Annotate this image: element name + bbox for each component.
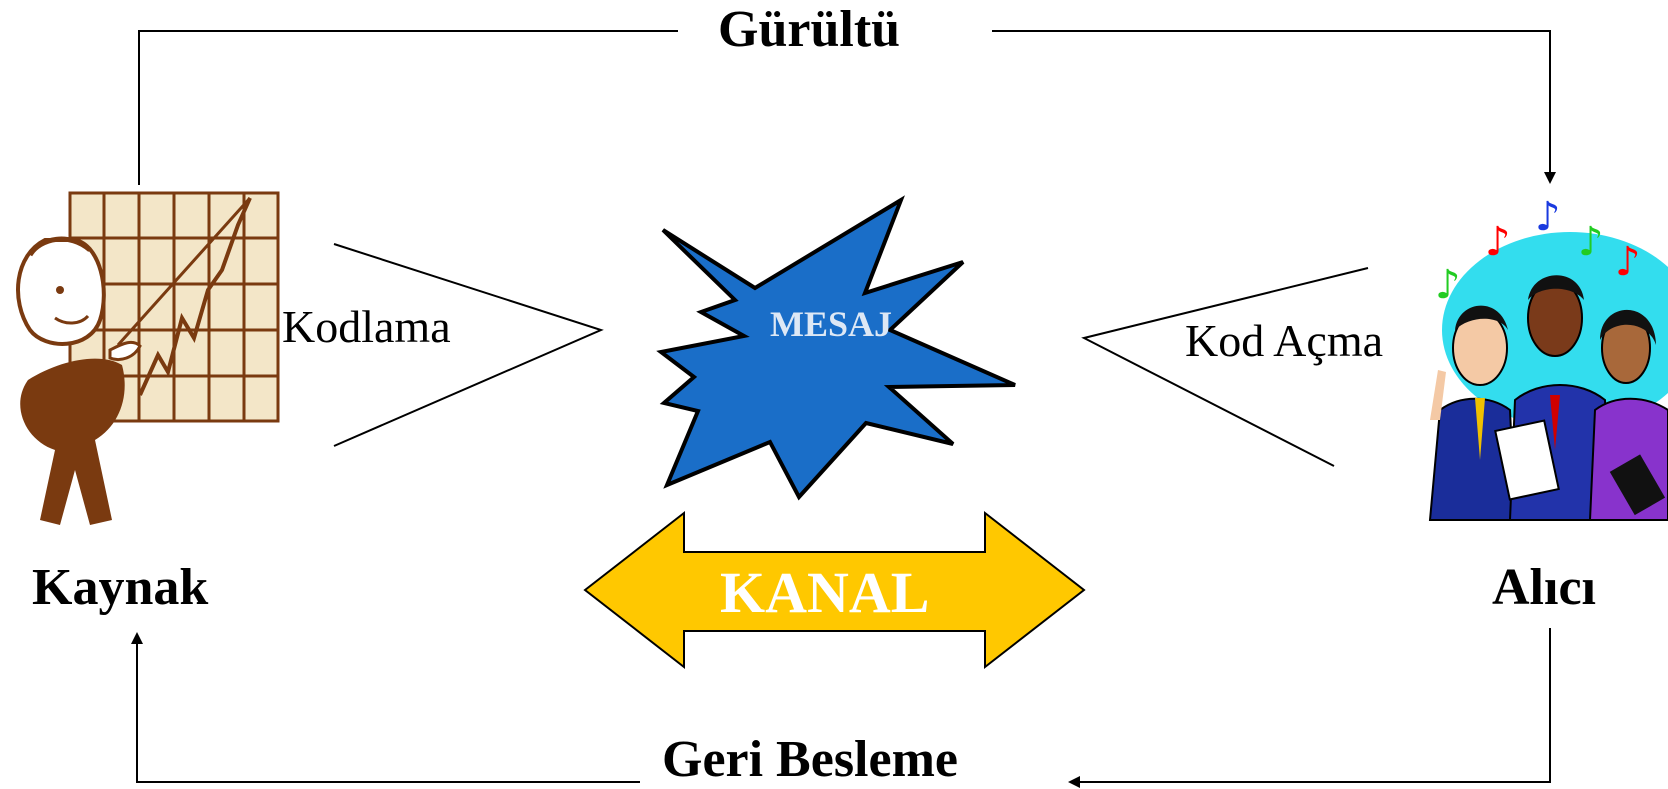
svg-text:♪: ♪ xyxy=(1615,239,1641,285)
receiver-label: Alıcı xyxy=(1492,559,1596,616)
svg-text:♪: ♪ xyxy=(1578,219,1604,265)
feedback-label: Geri Besleme xyxy=(662,731,958,788)
encoding-label: Kodlama xyxy=(282,301,451,352)
source-label: Kaynak xyxy=(32,559,209,616)
noise-arrow-right xyxy=(992,30,1556,184)
encoding-wedge xyxy=(333,243,604,447)
decoding-wedge xyxy=(1081,267,1369,467)
svg-text:♪: ♪ xyxy=(1485,219,1511,265)
svg-text:♪: ♪ xyxy=(1535,194,1561,240)
message-starburst xyxy=(656,195,1016,501)
channel-arrow xyxy=(583,510,1086,670)
singing-group-icon: ♪ ♪ ♪ ♪ ♪ xyxy=(1428,194,1668,521)
feedback-arrow xyxy=(1068,628,1551,788)
presenter-with-chart-icon xyxy=(16,191,280,525)
channel-label: KANAL xyxy=(720,560,930,625)
feedback-line-left xyxy=(131,632,640,783)
noise-label: Gürültü xyxy=(718,1,901,58)
svg-text:♪: ♪ xyxy=(1435,262,1461,308)
message-label: MESAJ xyxy=(770,304,893,344)
decoding-label: Kod Açma xyxy=(1185,315,1384,366)
noise-line-left xyxy=(138,30,678,185)
